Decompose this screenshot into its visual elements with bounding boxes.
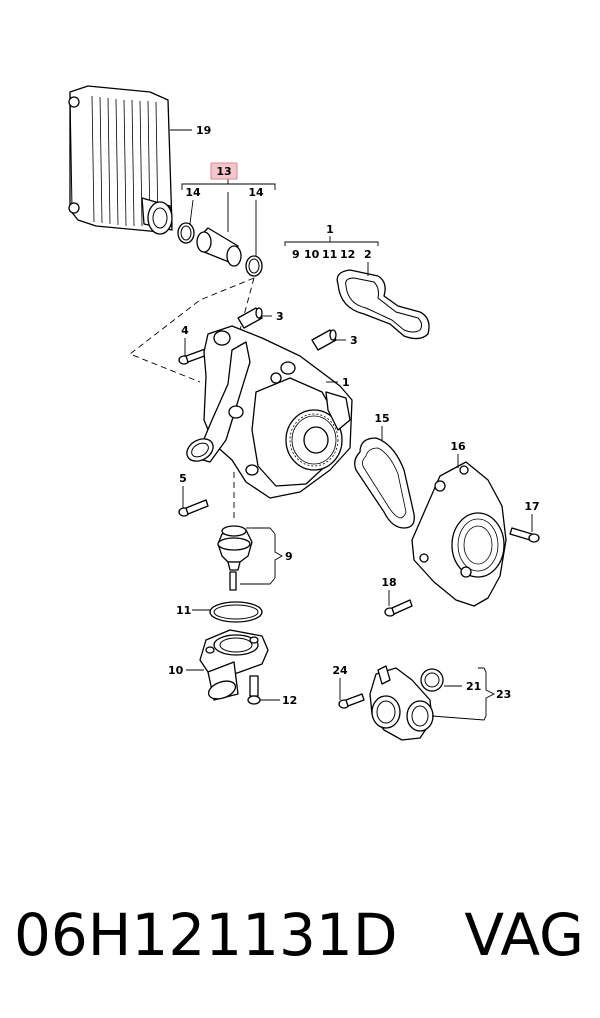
- callout-16: 16: [450, 440, 466, 453]
- callout-5: 5: [179, 472, 187, 485]
- callout-3-b: 3: [350, 334, 358, 347]
- callout-24: 24: [332, 664, 348, 677]
- callout-19: 19: [196, 124, 211, 137]
- part-13-highlight: [210, 162, 238, 180]
- callout-18: 18: [381, 576, 396, 589]
- callout-14-right: 14: [248, 186, 264, 199]
- dowel-pin-3b: [311, 329, 337, 351]
- callout-9: 9: [285, 550, 293, 563]
- callout-1-pump: 1: [342, 376, 350, 389]
- toothed-belt-15: [354, 437, 415, 529]
- callout-1-top: 1: [326, 223, 334, 236]
- part-number: 06H121131D: [14, 901, 398, 969]
- callout-14-left: 14: [185, 186, 201, 199]
- callout-group-12: 12: [340, 248, 355, 261]
- brand-name: VAG: [464, 901, 584, 969]
- water-pump-housing-1: [186, 325, 353, 499]
- dowel-pin-3a: [237, 307, 263, 329]
- callout-11: 11: [176, 604, 191, 617]
- callout-21: 21: [466, 680, 481, 693]
- gasket-2: [336, 269, 430, 340]
- callout-4: 4: [181, 324, 189, 337]
- callout-3-a: 3: [276, 310, 284, 323]
- bolt-5: [178, 499, 209, 517]
- exploded-parts-diagram: 19 13 14 14 1 9 10 11 12 2 3 3 4 1 15 16…: [68, 85, 540, 741]
- coolant-flange-23: [369, 665, 434, 741]
- pump-cover-16: [411, 461, 507, 607]
- o-ring-21: [420, 668, 444, 692]
- oil-cooler-part: [68, 85, 173, 235]
- callout-2: 2: [364, 248, 372, 261]
- callout-23: 23: [496, 688, 511, 701]
- callout-group-11: 11: [322, 248, 337, 261]
- callout-group-9: 9: [292, 248, 300, 261]
- footer: 06H121131D VAG: [0, 880, 600, 990]
- callout-15: 15: [374, 412, 389, 425]
- bolt-18: [384, 599, 413, 617]
- callout-10: 10: [168, 664, 184, 677]
- callout-12: 12: [282, 694, 297, 707]
- callout-group-10: 10: [304, 248, 320, 261]
- callout-13: 13: [216, 165, 231, 178]
- thermostat-housing-10: [199, 629, 269, 701]
- bolt-24: [338, 693, 365, 709]
- connector-pipe-13: [196, 227, 242, 267]
- bolt-12: [247, 675, 261, 705]
- bolt-17: [509, 527, 540, 543]
- thermostat-9: [217, 525, 253, 591]
- o-ring-11: [209, 601, 263, 623]
- callout-17: 17: [524, 500, 539, 513]
